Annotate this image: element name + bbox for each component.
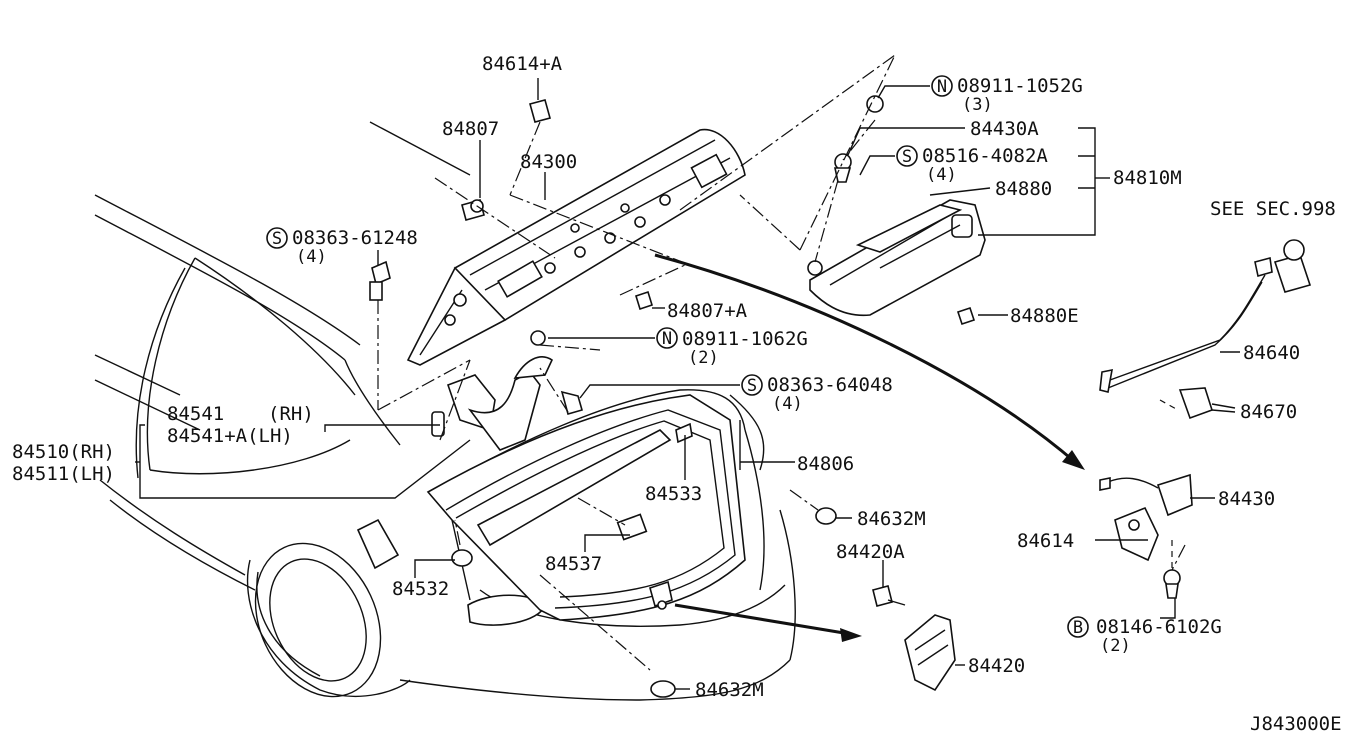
marker-n-1: N [931,75,953,97]
label-84614a: 84614+A [482,53,563,75]
label-qty-2b: (2) [1100,636,1131,656]
label-84614: 84614 [1017,530,1074,552]
label-08146-6102g: 08146-6102G [1096,616,1222,638]
label-84533: 84533 [645,483,702,505]
label-08911-1062g: 08911-1062G [682,328,808,350]
marker-s-3-text: S [747,376,757,396]
label-see-sec-998: SEE SEC.998 [1210,198,1336,220]
direction-arrows [654,253,1085,642]
label-84810m: 84810M [1113,167,1182,189]
marker-s-2-text: S [902,147,912,167]
back-door-lid [426,394,746,621]
label-84430: 84430 [1218,488,1275,510]
label-84510: 84510(RH) [12,441,115,463]
label-84541-rh: (RH) [268,403,314,425]
label-qty-2a: (2) [688,348,719,368]
label-qty-3: (3) [962,95,993,115]
part-labels: 84614+A 84807 84300 08363-61248 (4) 8454… [12,53,1342,735]
label-84880: 84880 [995,178,1052,200]
label-84541: 84541 [167,403,224,425]
back-door-panel [406,128,746,366]
marker-s-1: S [266,227,288,249]
label-08363-61248: 08363-61248 [292,227,418,249]
label-08363-64048: 08363-64048 [767,374,893,396]
marker-s-2: S [896,145,918,167]
label-84807a: 84807+A [667,300,748,322]
label-84420: 84420 [968,655,1025,677]
marker-n-2-text: N [662,329,672,349]
leader-lines [135,78,1240,690]
label-84632m-b: 84632M [695,679,764,701]
label-84806: 84806 [797,453,854,475]
diagram-code: J843000E [1250,713,1342,735]
label-84420a: 84420A [836,541,905,563]
striker-assembly [649,580,956,692]
label-84880e: 84880E [1010,305,1079,327]
marker-n-1-text: N [937,77,947,97]
label-84537: 84537 [545,553,602,575]
marker-s-1-text: S [272,229,282,249]
back-door-finisher [807,95,986,326]
label-84632m-a: 84632M [857,508,926,530]
marker-n-2: N [656,327,678,349]
marker-b-1-text: B [1073,618,1083,638]
label-84807: 84807 [442,118,499,140]
label-84532: 84532 [392,578,449,600]
label-08516-4082a: 08516-4082A [922,145,1048,167]
label-84511: 84511(LH) [12,463,115,485]
guide-lines [377,54,1186,671]
marker-s-3: S [741,374,763,396]
label-08911-1052g: 08911-1052G [957,75,1083,97]
label-84670: 84670 [1240,401,1297,423]
label-84430a: 84430A [970,118,1039,140]
marker-b-1: B [1067,616,1089,638]
label-84541a: 84541+A(LH) [167,425,293,447]
lock-mechanism [1099,239,1312,599]
label-qty-4b: (4) [926,165,957,185]
label-84640: 84640 [1243,342,1300,364]
label-84300: 84300 [520,151,577,173]
label-qty-4c: (4) [772,394,803,414]
plugs [451,99,837,698]
label-qty-4a: (4) [296,247,327,267]
